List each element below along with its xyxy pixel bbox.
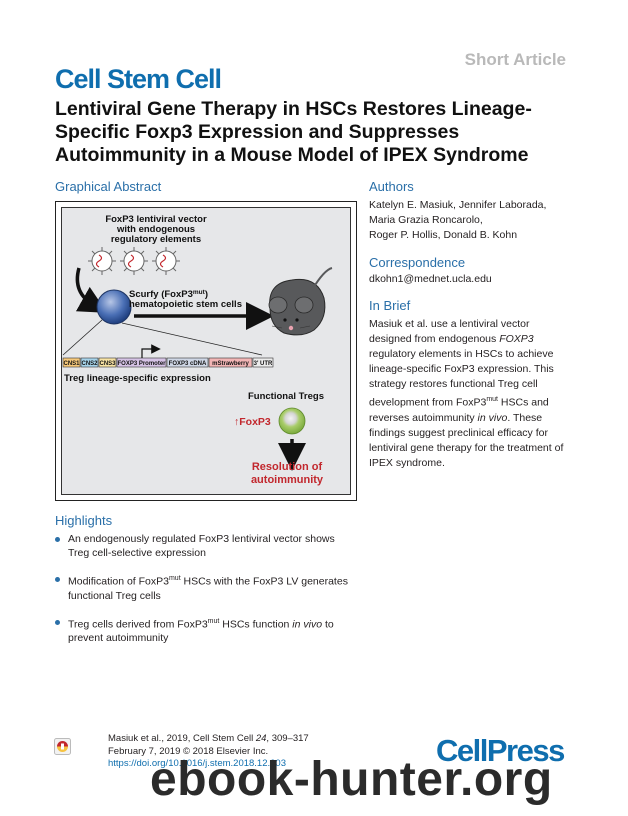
highlights-list: An endogenously regulated FoxP3 lentivir… [55,532,365,657]
article-type-label: Short Article [464,50,566,69]
bullet-icon [55,619,60,625]
correspondence-heading: Correspondence [369,255,466,270]
cellpress-logo: CellPress [436,733,565,768]
functional-tregs-label: Functional Tregs [248,391,324,402]
vector-construct: CNS1 CNS2 CNS3 FOXP3 Promoter FOXP3 cDNA… [62,357,274,368]
treg-cell-icon [278,407,306,435]
treg-expression-label: Treg lineage-specific expression [64,373,211,384]
graphical-abstract-heading: Graphical Abstract [55,179,162,194]
in-brief-heading: In Brief [369,298,411,313]
zoom-line [62,319,103,356]
vector-label: regulatory elements [111,234,201,245]
graphical-abstract-diagram: FoxP3 lentiviral vector with endogenous … [62,214,333,486]
date-line: February 7, 2019 © 2018 Elsevier Inc. [108,745,269,757]
author-line: Maria Grazia Roncarolo, [369,214,483,226]
graphical-abstract-panel: FoxP3 lentiviral vector with endogenous … [61,207,351,495]
crossmark-icon[interactable] [54,738,71,755]
transduction-arrow-icon [75,267,108,313]
correspondence-email[interactable]: dkohn1@mednet.ucla.edu [369,273,492,285]
graphical-abstract: FoxP3 lentiviral vector with endogenous … [55,201,357,501]
bullet-icon [55,537,60,542]
resolution-label: Resolution of [252,461,323,473]
lentivirus-particle-icon [152,247,180,275]
construct-element: CNS2 [81,361,98,367]
doi-link[interactable]: https://doi.org/10.1016/j.stem.2018.12.0… [108,758,286,769]
highlight-item: An endogenously regulated FoxP3 lentivir… [55,532,365,560]
citation-line: Masiuk et al., 2019, Cell Stem Cell 24, … [108,733,309,744]
scurfy-label: hematopoietic stem cells [129,299,242,310]
scurfy-label: Scurfy (FoxP3mut) [129,289,208,300]
construct-element: 3' UTR [254,361,273,367]
zoom-line [121,322,263,356]
hematopoietic-stem-cell-icon [96,289,132,325]
authors-list: Katelyn E. Masiuk, Jennifer Laborada, Ma… [369,198,546,243]
in-brief-text: Masiuk et al. use a lentiviral vector de… [369,318,564,469]
promoter-arrow-icon [141,344,161,358]
author-line: Katelyn E. Masiuk, Jennifer Laborada, [369,199,547,211]
lentivirus-particle-icon [120,247,148,275]
bullet-icon [55,577,60,582]
vector-label: FoxP3 lentiviral vector [105,214,207,225]
highlights-heading: Highlights [55,513,113,528]
mouse-icon [268,267,333,336]
construct-element: mStrawberry [212,361,249,367]
construct-element: FOXP3 cDNA [169,361,207,367]
lentivirus-particle-icon [88,247,116,275]
resolution-label: autoimmunity [251,474,324,486]
highlight-item: Modification of FoxP3mut HSCs with the F… [55,572,365,603]
author-line: Roger P. Hollis, Donald B. Kohn [369,229,518,241]
authors-heading: Authors [369,179,414,194]
highlight-item: Treg cells derived from FoxP3mut HSCs fu… [55,615,365,646]
foxp3-up-label: ↑FoxP3 [234,416,271,428]
construct-element: CNS1 [63,361,80,367]
construct-element: CNS3 [99,361,116,367]
citation-block: Masiuk et al., 2019, Cell Stem Cell 24, … [108,733,309,771]
journal-name: Cell Stem Cell [55,64,222,94]
construct-element: FOXP3 Promoter [117,361,166,367]
watermark: ebook-hunter.org [150,753,553,806]
article-title: Lentiviral Gene Therapy in HSCs Restores… [55,98,532,166]
vector-label: with endogenous [116,224,195,235]
